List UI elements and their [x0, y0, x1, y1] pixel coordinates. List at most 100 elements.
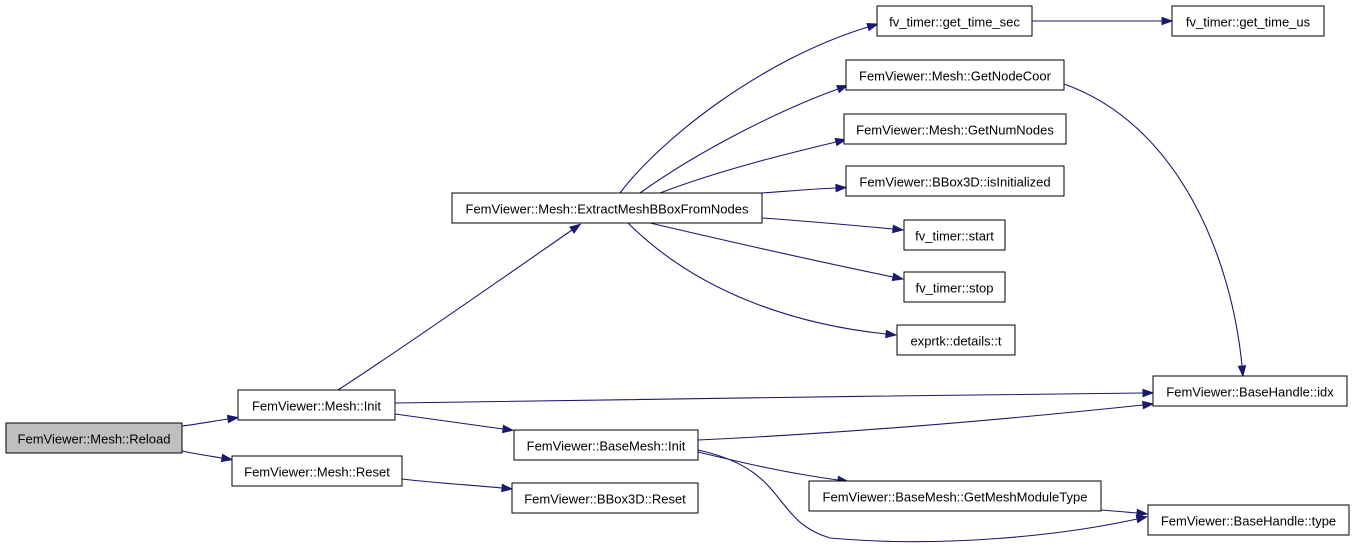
node-label: FemViewer::Mesh::ExtractMeshBBoxFromNode…	[466, 202, 749, 217]
node-label: FemViewer::Mesh::GetNumNodes	[856, 123, 1054, 138]
edge-basemesh_init-to-basehandle_idx	[697, 400, 1155, 441]
edge-line	[1100, 509, 1138, 514]
edge-get_time_sec-to-get_time_us	[1032, 16, 1174, 26]
node-label: fv_timer::stop	[915, 281, 993, 296]
node-exprtk-t[interactable]: exprtk::details::t	[896, 324, 1016, 356]
edge-line	[697, 449, 1138, 543]
node-box	[843, 113, 1067, 145]
node-get-num-nodes[interactable]: FemViewer::Mesh::GetNumNodes	[843, 113, 1067, 145]
edge-line	[337, 229, 573, 391]
edge-line	[659, 141, 837, 194]
arrowhead	[569, 223, 582, 234]
edge-line	[181, 418, 229, 427]
arrowhead	[1237, 365, 1247, 378]
arrowhead	[836, 85, 849, 94]
node-label: fv_timer::start	[915, 229, 994, 244]
node-get-node-coor[interactable]: FemViewer::Mesh::GetNodeCoor	[845, 59, 1065, 91]
edge-mesh_init-to-basehandle_idx	[394, 388, 1155, 404]
node-get-time-us[interactable]: fv_timer::get_time_us	[1171, 5, 1325, 37]
node-box	[237, 389, 396, 421]
node-box	[511, 482, 699, 514]
arrowhead	[220, 453, 234, 463]
node-label: FemViewer::BBox3D::isInitialized	[859, 175, 1050, 190]
edge-reload-to-mesh_reset	[181, 450, 234, 463]
edge-extract-to-exprtk_t	[627, 222, 898, 339]
node-box	[808, 480, 1102, 512]
edge-line	[697, 451, 839, 481]
edge-extract-to-bbox_isinit	[761, 183, 848, 194]
edge-get_node_coor-to-basehandle_idx	[1063, 83, 1247, 378]
arrowhead	[1136, 508, 1149, 518]
arrowhead	[891, 272, 905, 282]
node-label: FemViewer::Mesh::Init	[252, 399, 381, 414]
edge-line	[639, 88, 839, 194]
arrowhead	[501, 424, 515, 434]
node-reload: FemViewer::Mesh::Reload	[5, 422, 183, 454]
arrowhead	[501, 483, 514, 493]
edge-basemesh_init-to-basehandle_type	[697, 449, 1149, 543]
edge-line	[627, 222, 887, 335]
edge-line	[394, 392, 1144, 404]
node-box	[845, 59, 1065, 91]
node-bbox-isinit[interactable]: FemViewer::BBox3D::isInitialized	[845, 165, 1065, 197]
node-basemesh-init[interactable]: FemViewer::BaseMesh::Init	[513, 429, 699, 461]
node-label: FemViewer::BaseMesh::GetMeshModuleType	[823, 490, 1088, 505]
edge-line	[697, 404, 1144, 441]
node-timer-start[interactable]: fv_timer::start	[903, 219, 1006, 251]
node-timer-stop[interactable]: fv_timer::stop	[903, 271, 1006, 303]
edge-extract-to-get_node_coor	[639, 85, 849, 194]
node-label: FemViewer::BaseMesh::Init	[527, 439, 686, 454]
node-box	[451, 192, 763, 224]
edge-line	[181, 450, 223, 459]
node-get-time-sec[interactable]: fv_timer::get_time_sec	[876, 5, 1033, 37]
node-mesh-init[interactable]: FemViewer::Mesh::Init	[237, 389, 396, 421]
node-label: FemViewer::Mesh::Reload	[18, 432, 171, 447]
edge-extract-to-timer_start	[761, 217, 905, 234]
arrowhead	[1142, 400, 1155, 410]
node-box	[513, 429, 699, 461]
edge-extract-to-get_num_nodes	[659, 137, 848, 194]
node-box	[896, 324, 1016, 356]
node-box	[903, 219, 1006, 251]
node-get-mesh-module-type[interactable]: FemViewer::BaseMesh::GetMeshModuleType	[808, 480, 1102, 512]
node-label: FemViewer::BaseHandle::type	[1161, 514, 1336, 529]
arrowhead	[866, 23, 879, 32]
edge-line	[649, 222, 894, 278]
edge-mesh_reset-to-bbox_reset	[401, 478, 514, 493]
edge-extract-to-timer_stop	[649, 222, 905, 282]
node-bbox-reset[interactable]: FemViewer::BBox3D::Reset	[511, 482, 699, 514]
edge-mesh_init-to-basemesh_init	[394, 413, 515, 434]
node-mesh-reset[interactable]: FemViewer::Mesh::Reset	[231, 455, 403, 487]
arrowhead	[226, 414, 240, 424]
node-box	[876, 5, 1033, 37]
node-label: FemViewer::Mesh::GetNodeCoor	[859, 69, 1052, 84]
node-box	[1171, 5, 1325, 37]
edge-line	[761, 217, 894, 230]
edge-line	[619, 26, 869, 194]
node-basehandle-idx[interactable]: FemViewer::BaseHandle::idx	[1152, 375, 1348, 407]
arrowhead	[1161, 16, 1174, 26]
node-label: exprtk::details::t	[910, 334, 1001, 349]
edge-line	[394, 413, 504, 430]
node-box	[1147, 504, 1350, 536]
node-basehandle-type[interactable]: FemViewer::BaseHandle::type	[1147, 504, 1350, 536]
node-label: FemViewer::BaseHandle::idx	[1166, 385, 1334, 400]
edges-layer	[181, 16, 1247, 543]
arrowhead	[835, 183, 848, 193]
arrowhead	[885, 329, 898, 339]
edge-line	[1063, 83, 1243, 367]
edge-line	[401, 478, 503, 489]
arrowhead	[892, 224, 905, 234]
arrowhead	[1142, 388, 1155, 398]
node-box	[5, 422, 183, 454]
node-box	[1152, 375, 1348, 407]
node-extract[interactable]: FemViewer::Mesh::ExtractMeshBBoxFromNode…	[451, 192, 763, 224]
edge-mesh_init-to-extract	[337, 223, 582, 391]
node-label: fv_timer::get_time_us	[1186, 15, 1311, 30]
node-box	[231, 455, 403, 487]
node-box	[903, 271, 1006, 303]
edge-get_mesh_module_type-to-basehandle_type	[1100, 508, 1149, 518]
arrowhead	[1135, 514, 1149, 524]
node-label: fv_timer::get_time_sec	[889, 15, 1020, 30]
